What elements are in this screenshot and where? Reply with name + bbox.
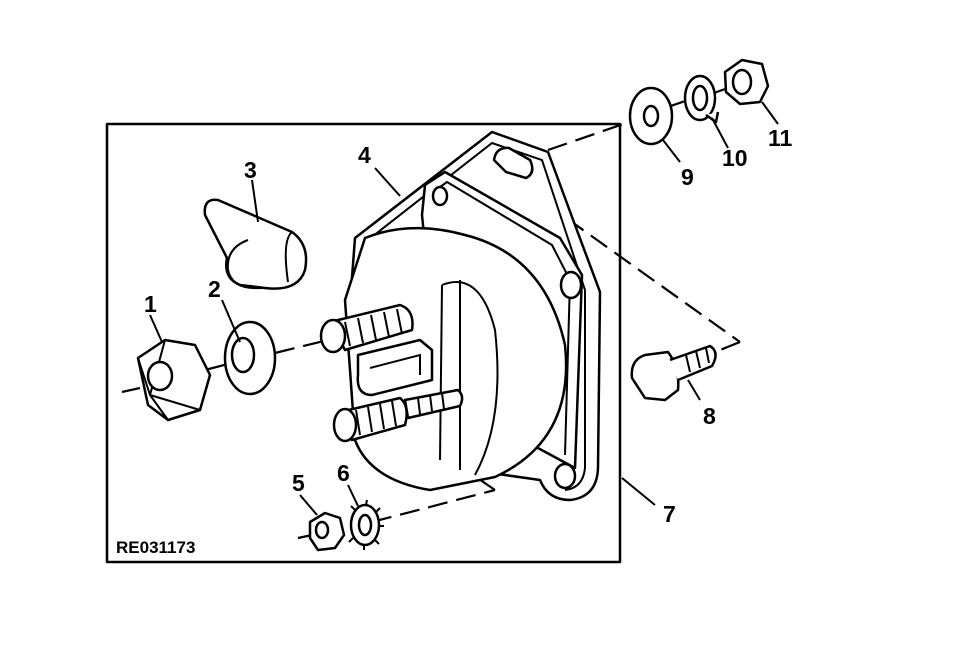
callout-2: 2 [208, 276, 221, 302]
reference-code: RE031173 [116, 538, 195, 557]
callout-7: 7 [663, 501, 676, 527]
hex-nut-left [136, 338, 212, 422]
frame-border [105, 122, 622, 564]
washer-left [223, 320, 277, 396]
callout-4: 4 [358, 142, 371, 168]
callout-6: 6 [337, 460, 350, 486]
callout-8: 8 [703, 403, 716, 429]
callout-labels: 1 2 3 4 5 6 7 8 9 10 11 [144, 125, 793, 527]
terminal-stud-small [332, 388, 464, 443]
split-lock-washer [683, 74, 720, 124]
terminal-stud-large [319, 303, 414, 354]
terminal-boot [203, 198, 308, 290]
callout-10: 10 [722, 145, 748, 171]
callout-11: 11 [768, 125, 793, 151]
leader-lines [149, 101, 779, 516]
callout-9: 9 [681, 164, 694, 190]
callout-1: 1 [144, 291, 157, 317]
callout-5: 5 [292, 470, 305, 496]
hex-nut-right [723, 58, 770, 106]
flat-washer [628, 86, 674, 146]
callout-3: 3 [244, 157, 257, 183]
cap-screw [630, 344, 717, 402]
small-nut [308, 511, 346, 552]
lock-washer [348, 499, 384, 550]
